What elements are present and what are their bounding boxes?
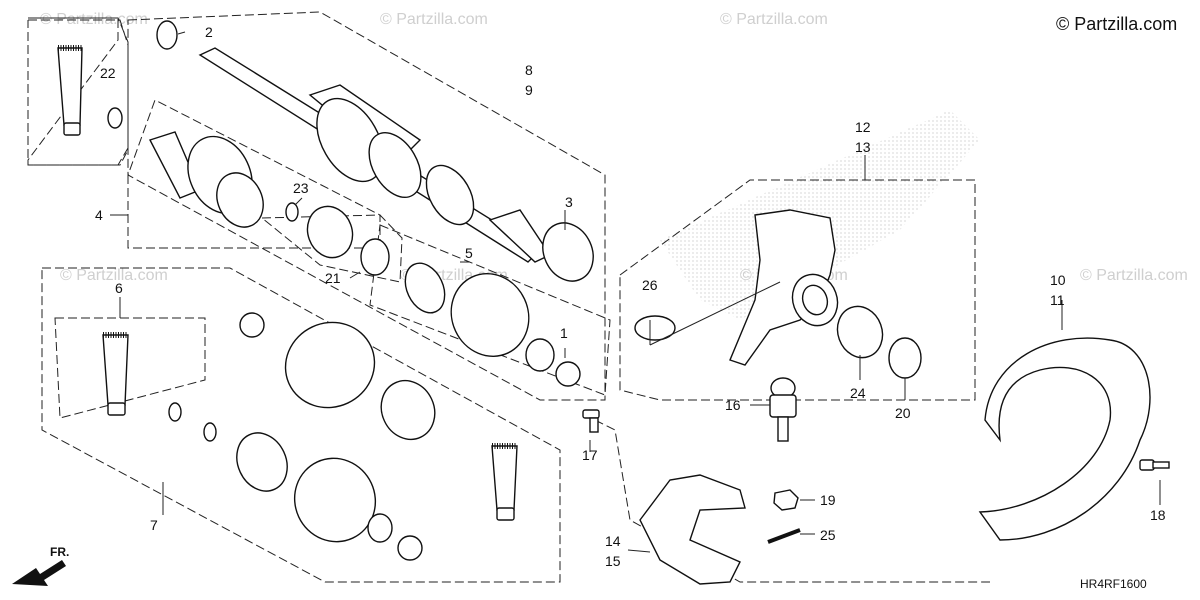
- grease-frame: [27, 17, 129, 166]
- outer-joint: [148, 131, 264, 228]
- disc-cover-10-11: [978, 337, 1151, 541]
- watermark-7: © Partzilla.com: [1080, 267, 1188, 284]
- callout-19: 19: [820, 492, 836, 508]
- boot-large-upper: [284, 321, 376, 409]
- clamp-small-b: [397, 535, 423, 561]
- grease-tube-top: [57, 45, 83, 136]
- callout-23: 23: [293, 180, 309, 196]
- callout-2: 2: [205, 24, 213, 40]
- callout-24: 24: [850, 385, 866, 401]
- guard-14-15: [639, 474, 746, 585]
- steering-knuckle: [729, 209, 839, 366]
- callout-4: 4: [95, 207, 103, 223]
- bearing-cage: [306, 205, 354, 259]
- callout-8: 8: [525, 62, 533, 78]
- watermark-3: © Partzilla.com: [720, 11, 828, 28]
- watermark-2: © Partzilla.com: [380, 11, 488, 28]
- outer-joint-frame: [127, 99, 381, 249]
- callout-10: 10: [1050, 272, 1066, 288]
- boot-lower-end: [367, 513, 393, 543]
- band-large-upper: [380, 379, 436, 441]
- callout-21: 21: [325, 270, 341, 286]
- bolt-17: [582, 409, 600, 433]
- knuckle-frame: [619, 179, 976, 401]
- clamp-small-a: [239, 312, 265, 338]
- callout-13: 13: [855, 139, 871, 155]
- circlip-20: [888, 337, 922, 379]
- front-direction-label: FR.: [50, 545, 69, 559]
- boot-large-lower: [293, 457, 377, 543]
- diagram-code: HR4RF1600: [1080, 577, 1147, 591]
- callout-22: 22: [100, 65, 116, 81]
- callout-15: 15: [605, 553, 621, 569]
- callout-9: 9: [525, 82, 533, 98]
- watermark-4: © Partzilla.com: [60, 267, 168, 284]
- inner-boot-frame: [54, 317, 206, 419]
- callout-12: 12: [855, 119, 871, 135]
- bearing-24: [836, 305, 884, 359]
- boot-5: [450, 272, 530, 358]
- bolt-18: [1139, 459, 1170, 471]
- ball-joint-16: [769, 377, 797, 442]
- ring-26: [634, 315, 676, 341]
- boot-kit-frame: [369, 224, 611, 396]
- snap-ring-23: [285, 202, 299, 222]
- grease-tube-bottom: [491, 443, 518, 521]
- band-5: [404, 262, 446, 314]
- leader-lines: [110, 31, 1161, 553]
- front-direction-arrow: [12, 560, 66, 586]
- band-large-lower: [236, 432, 288, 492]
- callout-1: 1: [560, 325, 568, 341]
- callout-6: 6: [115, 280, 123, 296]
- boot-5-end: [525, 338, 555, 372]
- callout-17: 17: [582, 447, 598, 463]
- callout-26: 26: [642, 277, 658, 293]
- drive-shaft: [198, 47, 552, 263]
- boot-set-frame: [41, 267, 561, 583]
- band-3: [542, 222, 594, 282]
- callout-7: 7: [150, 517, 158, 533]
- callout-3: 3: [565, 194, 573, 210]
- callout-25: 25: [820, 527, 836, 543]
- snap-ring-b: [203, 422, 217, 442]
- grease-tube-6: [102, 332, 129, 416]
- callout-16: 16: [725, 397, 741, 413]
- callout-14: 14: [605, 533, 621, 549]
- bearing-frame: [260, 214, 403, 283]
- snap-ring-21: [360, 238, 390, 276]
- guard-frame: [594, 419, 990, 583]
- snap-ring-a: [168, 402, 182, 422]
- callout-20: 20: [895, 405, 911, 421]
- shading-area: [660, 110, 980, 320]
- copyright-label: © Partzilla.com: [1056, 14, 1177, 34]
- callout-18: 18: [1150, 507, 1166, 523]
- cotter-pin-25: [767, 528, 801, 544]
- snap-ring-22: [107, 107, 123, 129]
- clamp-1: [555, 361, 581, 387]
- callout-11: 11: [1050, 292, 1065, 308]
- nut-19: [773, 489, 799, 511]
- clamp-2: [156, 20, 178, 50]
- callout-5: 5: [465, 245, 473, 261]
